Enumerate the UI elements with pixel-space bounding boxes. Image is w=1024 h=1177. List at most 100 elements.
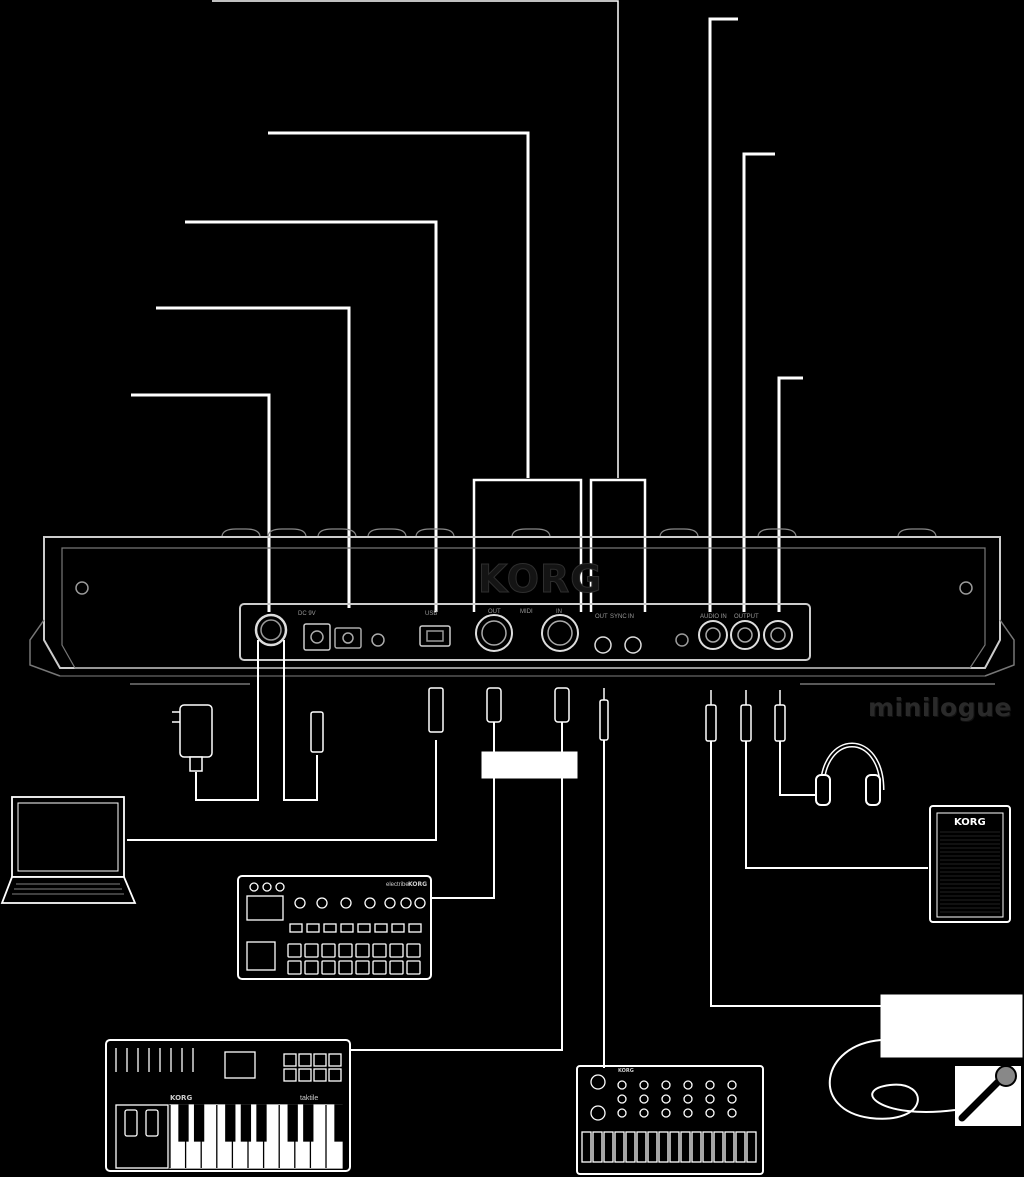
knob — [617, 1094, 627, 1104]
laptop — [0, 796, 137, 904]
step-key — [614, 1131, 625, 1163]
label-midi-in: IN — [556, 609, 562, 615]
electribe-device — [237, 875, 432, 980]
knob — [727, 1094, 737, 1104]
midi-in-port — [541, 614, 579, 652]
step-key — [581, 1131, 592, 1163]
step-key — [603, 1131, 614, 1163]
callout-lines — [131, 0, 803, 612]
knob — [384, 897, 396, 909]
step-key — [669, 1131, 680, 1163]
knob — [683, 1108, 693, 1118]
headphones-device — [815, 742, 885, 806]
knob — [639, 1080, 649, 1090]
label-midi: MIDI — [520, 609, 533, 615]
step-key — [702, 1131, 713, 1163]
volca-device — [576, 1065, 764, 1175]
callout-usb — [185, 220, 438, 612]
cable-hook — [334, 627, 362, 649]
electribe-logo: electribe — [386, 882, 409, 888]
pad — [298, 1053, 312, 1067]
panel-text: DC 9V USB OUT MIDI IN OUT SYNC IN AUDIO … — [298, 609, 759, 620]
button — [289, 923, 303, 933]
label-sync-in: IN — [628, 614, 634, 620]
black-key — [240, 1104, 252, 1142]
knob — [727, 1108, 737, 1118]
cable-midi-in — [350, 720, 563, 1051]
korg-logo: KORG — [478, 557, 603, 601]
step-key — [592, 1131, 603, 1163]
taktile-maker: KORG — [170, 1094, 192, 1102]
ac-adapter — [172, 704, 213, 772]
button — [306, 923, 320, 933]
step-key — [680, 1131, 691, 1163]
knob — [661, 1108, 671, 1118]
knob — [639, 1108, 649, 1118]
cable-output — [745, 740, 928, 869]
jack-plate — [239, 603, 811, 661]
knob — [294, 897, 306, 909]
pad — [355, 943, 370, 958]
pad — [338, 943, 353, 958]
step-key — [625, 1131, 636, 1163]
headphone-plug — [774, 704, 786, 742]
callout-sync — [212, 0, 619, 478]
button — [323, 923, 337, 933]
midi-bracket — [472, 478, 583, 612]
audio-in-jack — [698, 620, 728, 650]
cable-midi-out — [432, 720, 495, 899]
pad — [283, 1068, 297, 1082]
dc-plug — [310, 711, 324, 753]
cable-headphones — [779, 740, 818, 796]
callout-audio-in — [708, 17, 738, 612]
pad — [313, 1068, 327, 1082]
callout-dc-in — [156, 306, 351, 608]
pad — [287, 960, 302, 975]
button — [374, 923, 388, 933]
pad — [313, 1053, 327, 1067]
minilogue-logo: minilogue — [868, 693, 1012, 722]
label-output: OUTPUT — [734, 614, 759, 620]
knob — [705, 1108, 715, 1118]
usb-plug — [428, 687, 444, 733]
sync-out-jack — [594, 636, 612, 654]
knob — [661, 1094, 671, 1104]
output-jack — [730, 620, 760, 650]
label-sync: SYNC — [610, 614, 627, 620]
knob-tops — [221, 528, 937, 538]
pad — [355, 960, 370, 975]
audio-in-label-box — [880, 994, 1023, 1058]
pad — [321, 960, 336, 975]
button — [340, 923, 354, 933]
cable-dc — [283, 640, 318, 801]
knob — [340, 897, 352, 909]
pad — [389, 960, 404, 975]
callout-power — [131, 393, 271, 612]
pad — [304, 943, 319, 958]
black-key — [287, 1104, 298, 1142]
pad — [287, 943, 302, 958]
pad — [283, 1053, 297, 1067]
power-switch — [254, 613, 288, 647]
taktile-logo: taktile — [300, 1095, 318, 1102]
pad — [321, 943, 336, 958]
pad — [338, 960, 353, 975]
knob — [683, 1094, 693, 1104]
knob — [364, 897, 376, 909]
callout-midi — [268, 131, 530, 478]
step-key — [735, 1131, 746, 1163]
usb-port — [419, 625, 451, 647]
pad — [406, 960, 421, 975]
step-key — [636, 1131, 647, 1163]
pad — [328, 1053, 342, 1067]
label-usb: USB — [425, 611, 437, 617]
volca-maker: KORG — [618, 1068, 634, 1074]
label-audio-in: AUDIO IN — [700, 614, 727, 620]
knob — [639, 1094, 649, 1104]
knob — [661, 1080, 671, 1090]
midi-in-plug — [554, 687, 570, 723]
sync-bracket — [589, 478, 647, 612]
dc-in-jack — [303, 623, 331, 651]
microphone — [955, 1065, 1021, 1126]
